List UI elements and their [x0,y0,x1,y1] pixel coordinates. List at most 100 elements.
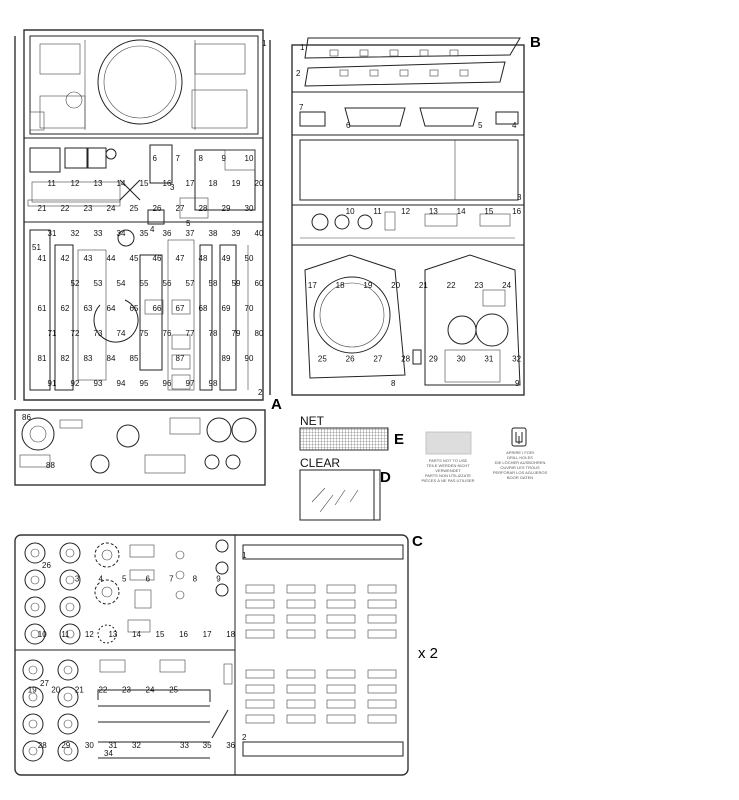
part-number-label: 83 [84,354,93,363]
track-runs [242,544,404,757]
part-number-label: 35 [140,229,149,238]
part-number-label: 92 [71,379,80,388]
part-number-label: 59 [232,279,241,288]
part-number-label: 1 [262,39,267,48]
part-number-label: 73 [94,329,103,338]
part-number-label: 13 [94,179,103,188]
part-number-label: 21 [38,204,47,213]
part-number-label: 9 [515,379,520,388]
part-number-label: 8 [193,574,198,583]
notice-line: TEILE WERDEN NICHT VERWENDET [426,463,470,473]
net-letter: E [394,431,404,448]
part-number-label: 32 [512,355,521,364]
part-number-label: 5 [478,121,483,130]
part-number-label: 4 [98,574,103,583]
part-number-label: 15 [156,630,165,639]
part-number-label: 46 [153,254,162,263]
part-number-label: 48 [199,254,208,263]
notice-line: PARTS NOT TO USE [428,458,468,463]
part-number-label: 81 [38,354,47,363]
part-number-label: 69 [222,304,231,313]
part-number-label: 21 [75,685,84,694]
part-number-label: 64 [107,304,116,313]
notice-line: PERFORAR LOS AGUJEROS [492,470,548,475]
part-number-label: 10 [346,207,355,216]
part-number-label: 9 [222,154,227,163]
part-number-label: 47 [176,254,185,263]
part-number-label: 31 [108,741,117,750]
part-number-label: 87 [176,354,185,363]
part-number-label: 49 [222,254,231,263]
part-number-label: 14 [457,207,466,216]
part-number-label: 88 [46,461,55,470]
part-number-label: 43 [84,254,93,263]
drive-sprockets [94,542,120,644]
part-number-label: 13 [429,207,438,216]
turret-half-right [424,254,521,386]
part-number-label: 30 [457,355,466,364]
part-number-label: 80 [255,329,264,338]
part-number-label: 34 [117,229,126,238]
part-number-label: 36 [163,229,172,238]
part-number-label: 30 [245,204,254,213]
part-number-label: 33 [180,741,189,750]
part-number-label: 14 [132,630,141,639]
part-number-label: 40 [255,229,264,238]
part-number-label: 51 [32,243,41,252]
part-number-label: 55 [140,279,149,288]
sprue-b: B [291,34,541,396]
part-number-label: 23 [474,281,483,290]
clear-letter: D [380,469,391,486]
part-number-label: 3 [517,193,522,202]
part-number-label: 16 [512,207,521,216]
part-number-label: 15 [140,179,149,188]
notice-line: PARTS NON UTILIZZATE [424,473,472,478]
part-number-label: 60 [255,279,264,288]
part-number-label: 20 [51,685,60,694]
part-number-label: 11 [48,179,57,188]
part-number-label: 56 [163,279,172,288]
part-number-label: 65 [130,304,139,313]
sprue-a-lower-section [29,229,249,391]
part-number-label: 52 [71,279,80,288]
part-number-label: 16 [179,630,188,639]
part-number-label: 27 [40,679,49,688]
drill-icon [511,427,527,447]
part-number-label: 31 [48,229,57,238]
part-number-label: 5 [186,219,191,228]
part-number-label: 11 [61,630,70,639]
part-number-label: 27 [176,204,185,213]
hull-top-plate [29,35,259,135]
part-number-label: 19 [232,179,241,188]
net-label: NET [300,414,324,428]
part-number-label: 1 [300,43,305,52]
part-number-label: 22 [61,204,70,213]
part-number-label: 86 [22,413,31,422]
part-number-label: 4 [512,121,517,130]
drill-holes-notice: APRIRE I FORI DRILL HOLES DIE LÖCHER AUS… [490,450,550,480]
clear-sheet-d: D [299,469,391,521]
notice-line: DRILL HOLES [507,455,533,460]
part-number-label: 76 [163,329,172,338]
part-number-label: 74 [117,329,126,338]
part-number-label: 21 [419,281,428,290]
clear-label: CLEAR [300,456,341,470]
part-number-label: 77 [186,329,195,338]
part-number-label: 89 [222,354,231,363]
part-number-label: 24 [107,204,116,213]
part-number-label: 33 [94,229,103,238]
part-number-label: 28 [38,741,47,750]
side-skirt-1 [304,37,521,59]
part-number-label: 82 [61,354,70,363]
part-number-label: 14 [117,179,126,188]
part-number-label: 94 [117,379,126,388]
track-links [245,584,397,724]
part-number-label: 98 [209,379,218,388]
part-number-label: 34 [104,749,113,758]
part-number-label: 36 [226,741,235,750]
part-number-label: 38 [209,229,218,238]
part-number-label: 84 [107,354,116,363]
